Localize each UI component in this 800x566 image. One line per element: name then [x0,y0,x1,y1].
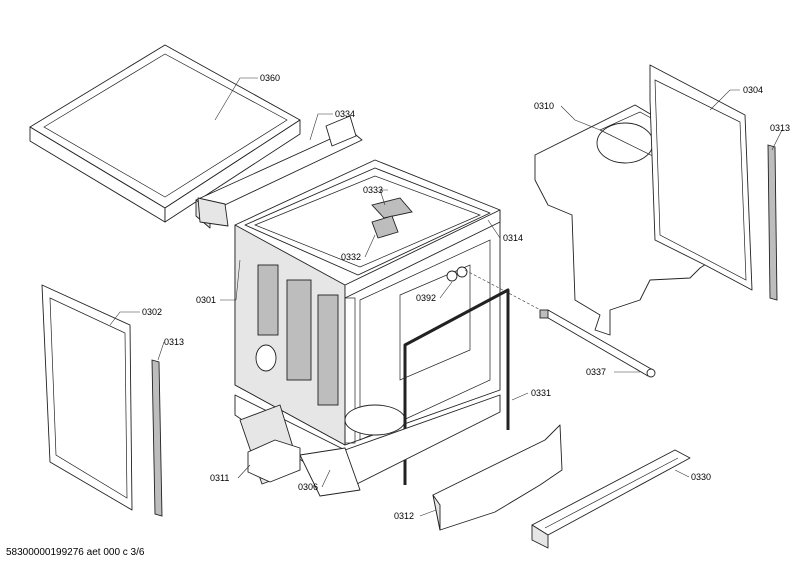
rod-0337 [539,309,656,378]
trim-strip-0313-right [767,144,778,301]
top-bracket-0333 [371,197,413,219]
label-0332: 0332 [341,252,361,262]
label-0312: 0312 [394,511,414,521]
label-0306: 0306 [298,482,318,492]
label-0311: 0311 [210,473,229,483]
label-0314: 0314 [503,233,523,243]
label-0304: 0304 [743,85,763,95]
plinth-insulation-0312 [432,424,563,531]
tub-frame-0301 [234,159,501,446]
label-0333: 0333 [363,185,383,195]
label-0331: 0331 [531,388,551,398]
top-clip-0332 [371,215,399,239]
label-0301: 0301 [196,295,216,305]
label-0302: 0302 [142,307,162,317]
label-0337: 0337 [586,367,606,377]
seal-frame-0331 [403,288,510,485]
rear-rail-0334 [195,115,363,229]
leader-lines [109,77,783,517]
trim-strip-0313-left [151,359,163,517]
base-tray-0306 [299,447,361,497]
fitting-0392 [446,266,551,316]
label-0330: 0330 [691,472,711,482]
label-0392: 0392 [416,293,436,303]
label-0313-right: 0313 [770,123,790,133]
part-labels: 0360 0334 0333 0332 0314 0301 0392 0310 … [142,73,790,521]
document-footer-code: 58300000199276 aet 000 c 3/6 [6,547,145,558]
lower-block-0311 [247,439,301,483]
label-0360: 0360 [260,73,280,83]
label-0334: 0334 [335,109,355,119]
worktop-cover-0360 [29,44,301,223]
plinth-0330 [531,449,691,549]
label-0310: 0310 [534,101,554,111]
label-0313-left: 0313 [164,337,184,347]
side-panel-0302 [41,284,133,511]
